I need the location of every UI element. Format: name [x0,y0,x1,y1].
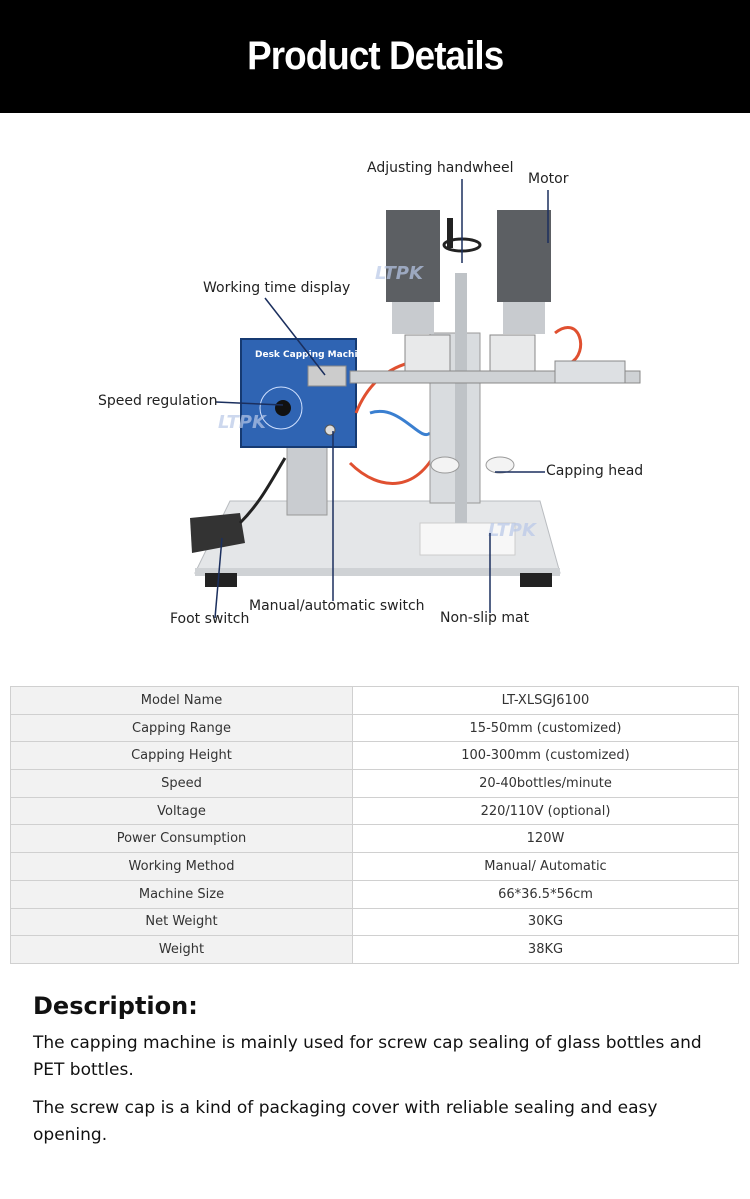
spec-name: Model Name [10,686,353,715]
svg-text:LTPK: LTPK [375,263,425,284]
spec-name: Net Weight [10,907,353,937]
page-header: Product Details [0,0,750,113]
label-capping-head: Capping head [546,463,644,479]
spec-value: LT-XLSGJ6100 [352,686,739,715]
spec-name: Weight [10,935,353,964]
spec-value: Manual/ Automatic [352,852,739,881]
spec-name: Power Consumption [10,824,353,854]
spec-value: 66*36.5*56cm [352,879,739,909]
label-time-display: Working time display [203,280,351,296]
label-mode-switch: Manual/automatic switch [249,598,425,614]
spec-name: Speed [10,769,353,798]
spec-name: Voltage [10,796,353,826]
label-motor: Motor [528,171,569,187]
spec-name: Working Method [10,852,353,881]
spec-value: 220/110V (optional) [352,796,739,826]
description-paragraph: The capping machine is mainly used for s… [33,1033,702,1080]
page-title: Product Details [246,34,504,78]
spec-value: 30KG [352,907,739,937]
spec-name: Machine Size [10,879,353,909]
spec-name: Capping Range [10,713,353,743]
label-speed-regulation: Speed regulation [98,393,218,409]
description-heading: Description: [33,992,198,1020]
spec-value: 15-50mm (customized) [352,713,739,743]
spec-value: 120W [352,824,739,854]
svg-text:LTPK: LTPK [218,412,268,433]
label-handwheel: Adjusting handwheel [367,160,514,176]
label-non-slip-mat: Non-slip mat [440,610,530,626]
panel-title: Desk Capping Machine [255,350,370,360]
speed-knob [275,400,291,416]
spec-value: 20-40bottles/minute [352,769,739,798]
label-foot-switch: Foot switch [170,611,250,627]
spec-value: 38KG [352,935,739,964]
watermark: LTPK [488,520,538,541]
machine-illustration: Desk Capping Machine LTPK LTPK LTPK [190,179,641,619]
product-diagram: Desk Capping Machine LTPK LTPK LTPK [0,113,750,680]
spec-value: 100-300mm (customized) [352,741,739,771]
description-paragraph: The screw cap is a kind of packaging cov… [33,1098,658,1145]
spec-name: Capping Height [10,741,353,771]
